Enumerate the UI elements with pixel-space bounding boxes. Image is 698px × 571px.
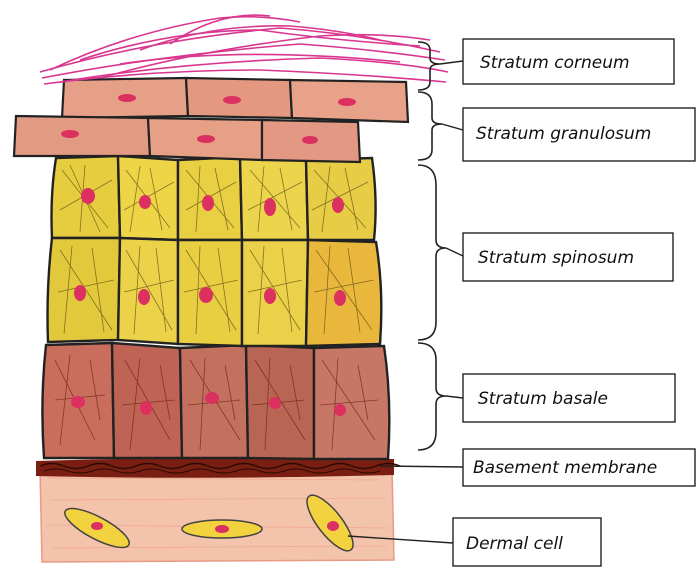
- stratum-spinosum-cells: [48, 156, 382, 346]
- label-text-basement: Basement membrane: [473, 458, 657, 478]
- label-text-granulosum: Stratum granulosum: [476, 124, 651, 144]
- label-text-corneum: Stratum corneum: [480, 53, 630, 73]
- layer-brackets: [418, 42, 446, 450]
- label-stratum-granulosum: Stratum granulosum: [463, 108, 695, 161]
- label-basement-membrane: Basement membrane: [463, 449, 695, 486]
- label-dermal-cell: Dermal cell: [453, 518, 601, 566]
- dermal-cell: [182, 520, 262, 538]
- label-text-spinosum: Stratum spinosum: [478, 248, 634, 268]
- stratum-granulosum-cells: [14, 78, 408, 162]
- bracket-spinosum: [418, 165, 446, 340]
- basement-membrane: [36, 458, 400, 478]
- label-text-basale: Stratum basale: [478, 389, 608, 409]
- label-text-dermal: Dermal cell: [466, 534, 563, 554]
- label-stratum-corneum: Stratum corneum: [463, 39, 674, 84]
- label-stratum-spinosum: Stratum spinosum: [463, 233, 673, 281]
- dermis-layer: [40, 468, 394, 562]
- stratum-corneum-scales: [40, 15, 448, 84]
- label-stratum-basale: Stratum basale: [463, 374, 675, 422]
- bracket-basale: [418, 343, 446, 450]
- bracket-granulosum: [418, 92, 442, 160]
- stratum-basale-cells: [42, 343, 389, 459]
